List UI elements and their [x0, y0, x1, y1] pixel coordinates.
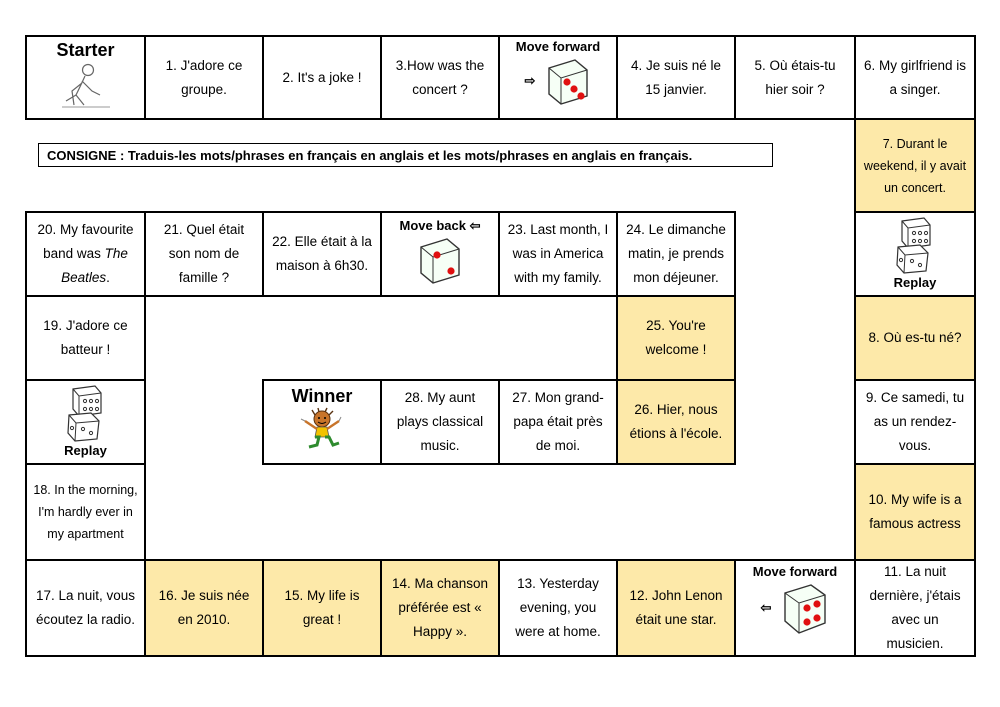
square-2-text: 2. It's a joke !	[282, 66, 361, 90]
square-22-text: 22. Elle était à la maison à 6h30.	[270, 230, 374, 278]
square-8-text: 8. Où es-tu né?	[868, 326, 961, 350]
square-5-text: 5. Où étais-tu hier soir ?	[742, 54, 848, 102]
square-17: 17. La nuit, vous écoutez la radio.	[25, 559, 146, 657]
square-25: 25. You're welcome !	[616, 295, 736, 381]
square-27-text: 27. Mon grand-papa était près de moi.	[506, 386, 610, 458]
replay-square-left: Replay	[25, 379, 146, 465]
arrow-left-icon: ⇦	[761, 596, 772, 620]
celebrating-child-icon	[295, 407, 349, 453]
square-28: 28. My aunt plays classical music.	[380, 379, 500, 465]
replay-square-right: Replay	[854, 211, 976, 297]
move-forward-square-bottom: Move forward ⇦	[734, 559, 856, 657]
arrow-right-icon: ⇨	[525, 69, 536, 93]
square-26: 26. Hier, nous étions à l'école.	[616, 379, 736, 465]
square-5: 5. Où étais-tu hier soir ?	[734, 35, 856, 120]
square-22: 22. Elle était à la maison à 6h30.	[262, 211, 382, 297]
winner-square: Winner	[262, 379, 382, 465]
move-forward-label-bottom: Move forward	[753, 563, 838, 581]
arrow-left-icon: ⇦	[470, 218, 481, 233]
square-26-text: 26. Hier, nous étions à l'école.	[624, 398, 728, 446]
square-17-text: 17. La nuit, vous écoutez la radio.	[33, 584, 138, 632]
square-7-text: 7. Durant le weekend, il y avait un conc…	[862, 133, 968, 199]
dice-pair-icon	[892, 215, 938, 275]
square-3-text: 3.How was the concert ?	[388, 54, 492, 102]
square-23: 23. Last month, I was in America with my…	[498, 211, 618, 297]
square-11-text: 11. La nuit dernière, j'étais avec un mu…	[862, 560, 968, 656]
square-25-text: 25. You're welcome !	[624, 314, 728, 362]
start-square: Starter	[25, 35, 146, 120]
square-12: 12. John Lenon était une star.	[616, 559, 736, 657]
square-2: 2. It's a joke !	[262, 35, 382, 120]
square-13-text: 13. Yesterday evening, you were at home.	[506, 572, 610, 644]
square-19-text: 19. J'adore ce batteur !	[33, 314, 138, 362]
replay-label-right: Replay	[894, 275, 937, 291]
square-20: 20. My favourite band was The Beatles.	[25, 211, 146, 297]
start-label: Starter	[56, 39, 114, 61]
die-four-icon	[781, 581, 829, 635]
square-8: 8. Où es-tu né?	[854, 295, 976, 381]
square-10-text: 10. My wife is a famous actress	[862, 488, 968, 536]
square-4-text: 4. Je suis né le 15 janvier.	[624, 54, 728, 102]
square-27: 27. Mon grand-papa était près de moi.	[498, 379, 618, 465]
runner-starting-block-icon	[58, 61, 114, 113]
instruction-text: CONSIGNE : Traduis-les mots/phrases en f…	[47, 148, 692, 163]
square-19: 19. J'adore ce batteur !	[25, 295, 146, 381]
square-13: 13. Yesterday evening, you were at home.	[498, 559, 618, 657]
square-14-text: 14. Ma chanson préférée est « Happy ».	[388, 572, 492, 644]
square-3: 3.How was the concert ?	[380, 35, 500, 120]
square-10: 10. My wife is a famous actress	[854, 463, 976, 561]
square-9: 9. Ce samedi, tu as un rendez-vous.	[854, 379, 976, 465]
square-20-text: 20. My favourite band was The Beatles.	[33, 218, 138, 290]
square-9-text: 9. Ce samedi, tu as un rendez-vous.	[862, 386, 968, 458]
die-three-icon	[545, 56, 591, 106]
square-7: 7. Durant le weekend, il y avait un conc…	[854, 118, 976, 213]
winner-label: Winner	[292, 385, 353, 407]
square-1: 1. J'adore ce groupe.	[144, 35, 264, 120]
square-14: 14. Ma chanson préférée est « Happy ».	[380, 559, 500, 657]
move-forward-square-top: Move forward ⇨	[498, 35, 618, 120]
move-back-label: Move back ⇦	[399, 217, 480, 235]
square-28-text: 28. My aunt plays classical music.	[388, 386, 492, 458]
square-15-text: 15. My life is great !	[270, 584, 374, 632]
dice-pair-icon	[63, 383, 109, 443]
square-6-text: 6. My girlfriend is a singer.	[862, 54, 968, 102]
square-1-text: 1. J'adore ce groupe.	[152, 54, 256, 102]
instruction-box: CONSIGNE : Traduis-les mots/phrases en f…	[38, 143, 773, 167]
square-23-text: 23. Last month, I was in America with my…	[506, 218, 610, 290]
square-16-text: 16. Je suis née en 2010.	[152, 584, 256, 632]
move-back-square: Move back ⇦	[380, 211, 500, 297]
square-21-text: 21. Quel était son nom de famille ?	[152, 218, 256, 290]
square-21: 21. Quel était son nom de famille ?	[144, 211, 264, 297]
square-11: 11. La nuit dernière, j'étais avec un mu…	[854, 559, 976, 657]
replay-label-left: Replay	[64, 443, 107, 459]
square-18-text: 18. In the morning, I'm hardly ever in m…	[33, 479, 138, 545]
square-6: 6. My girlfriend is a singer.	[854, 35, 976, 120]
square-15: 15. My life is great !	[262, 559, 382, 657]
move-forward-label: Move forward	[516, 38, 601, 56]
square-24: 24. Le dimanche matin, je prends mon déj…	[616, 211, 736, 297]
square-18: 18. In the morning, I'm hardly ever in m…	[25, 463, 146, 561]
square-12-text: 12. John Lenon était une star.	[624, 584, 728, 632]
square-24-text: 24. Le dimanche matin, je prends mon déj…	[624, 218, 728, 290]
square-16: 16. Je suis née en 2010.	[144, 559, 264, 657]
die-two-icon	[417, 235, 463, 285]
square-4: 4. Je suis né le 15 janvier.	[616, 35, 736, 120]
